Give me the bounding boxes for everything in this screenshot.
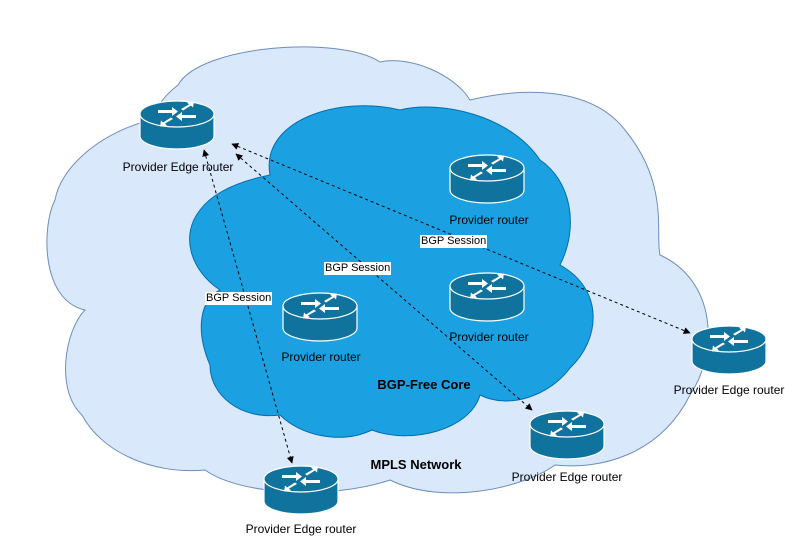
router-icon — [529, 410, 605, 460]
router-label-pe-bottom-mid: Provider Edge router — [511, 470, 623, 484]
bgp-session-label-2: BGP Session — [324, 262, 392, 275]
bgp-session-line-3 — [235, 153, 533, 411]
bgp-session-label-1: BGP Session — [205, 292, 273, 305]
router-label-p-left: Provider router — [281, 350, 361, 364]
router-label-pe-right: Provider Edge router — [673, 383, 785, 397]
router-icon — [139, 100, 215, 150]
router-label-pe-bottom-left: Provider Edge router — [245, 522, 357, 536]
router-label-pe-top-left: Provider Edge router — [122, 160, 234, 174]
bgp-free-core-label: BGP-Free Core — [377, 377, 471, 392]
router-label-p-mid: Provider router — [449, 330, 529, 344]
mpls-network-label: MPLS Network — [370, 457, 462, 472]
router-icon — [449, 154, 525, 204]
router-icon — [449, 272, 525, 322]
router-icon — [691, 325, 767, 375]
router-label-p-top: Provider router — [449, 213, 529, 227]
router-icon — [282, 292, 358, 342]
bgp-session-label-3: BGP Session — [420, 235, 488, 248]
router-icon — [263, 465, 339, 515]
